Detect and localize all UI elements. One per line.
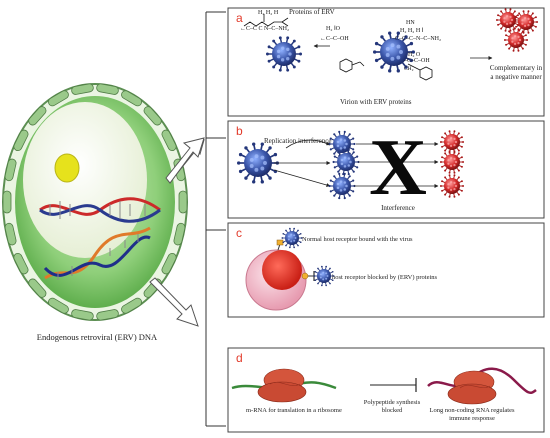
interference-label: Interference [381, 204, 415, 212]
cell-wall-segment [96, 83, 119, 95]
erv-proteins-label: Proteins of ERV [289, 8, 335, 16]
ribosome-icon [231, 368, 337, 403]
cell-wall-segment [13, 252, 29, 275]
panel-d-letter: d [236, 351, 243, 365]
benzene-ring-icon [339, 58, 365, 73]
cell-wall-segment [28, 278, 47, 298]
cell-wall-segment [178, 190, 188, 214]
complementary-line1: Complementary in [490, 64, 543, 72]
blocked-line1: Polypeptide synthesis [364, 399, 421, 406]
cell-wall-segment [48, 297, 69, 314]
panel-d: d m-RNA for translation in a ribosome Po… [227, 347, 545, 433]
chemical-structure-right: HN H₂ H₂ H ‖ –C–C–C–N–C–NH₂ H₂ O –C–C–OH [391, 20, 441, 64]
cell-wall-segments [2, 83, 188, 321]
replication-label: Replication interference [264, 137, 331, 145]
panel-a: a ←C–C C N–C–NH₂ H₂ H₂ H Proteins of ERV… [227, 7, 545, 117]
svg-text:CH₂: CH₂ [404, 66, 414, 72]
svg-text:H₂ O: H₂ O [408, 52, 421, 58]
cross-icon: X [369, 124, 427, 212]
cell-caption: Endogenous retroviral (ERV) DNA [37, 332, 158, 342]
cell-wall-segment [161, 129, 177, 152]
panel-c-letter: c [236, 226, 242, 240]
cell-wall-segment [161, 252, 177, 275]
arrow-icon [149, 277, 199, 327]
complementary-line2: a negative manner [490, 73, 542, 81]
cell-wall-segment [71, 309, 94, 321]
virion-label: Virion with ERV proteins [340, 98, 412, 106]
virus-icon [237, 142, 279, 184]
virus-icon [504, 28, 528, 52]
outline-arrows [149, 137, 205, 327]
virus-icon [313, 265, 335, 287]
svg-text:H₂ ‖O: H₂ ‖O [326, 26, 341, 32]
cell-wall-segment [121, 297, 142, 314]
panel-c: c Normal host receptor bound with the vi… [227, 222, 545, 318]
blocked-line2: blocked [382, 407, 403, 414]
cell-wall-segment [4, 222, 17, 246]
cell-wall-segment [143, 106, 162, 126]
svg-text:H₂ H₂ H: H₂ H₂ H [258, 10, 279, 16]
host-nucleus [262, 250, 302, 290]
panel-bracket [205, 11, 226, 427]
inhibition-icon [370, 378, 417, 392]
cell-wall-segment [48, 90, 69, 107]
virus-icon [373, 31, 415, 73]
panel-b-letter: b [236, 124, 243, 138]
cell-wall-segment [96, 309, 119, 321]
virus-icon [440, 150, 465, 174]
svg-text:–C–C–OH: –C–C–OH [403, 58, 430, 64]
cell-wall-segment [121, 90, 142, 107]
svg-text:H₂ H₂ H ‖: H₂ H₂ H ‖ [400, 28, 424, 34]
panel-b: b Replication interference X Interferenc… [227, 120, 545, 219]
normal-receptor-label: Normal host receptor bound with the viru… [302, 236, 413, 243]
virus-icon [440, 174, 465, 198]
cell-illustration: Endogenous retroviral (ERV) DNA [2, 83, 188, 342]
benzene-ring-icon [407, 63, 433, 81]
virus-icon [496, 8, 520, 32]
cell-wall-segment [13, 129, 29, 152]
panel-a-letter: a [236, 11, 243, 25]
virus-icon [281, 227, 303, 249]
dna-helix-lower [43, 226, 151, 280]
lnc-line1: Long non-coding RNA regulates [429, 407, 514, 414]
dna-helix-upper [39, 197, 161, 223]
svg-text:–C–C–C–N–C–NH₂: –C–C–C–N–C–NH₂ [391, 36, 441, 42]
virus-icon [514, 10, 538, 34]
virus-icon [440, 130, 465, 154]
nucleolus [54, 153, 80, 183]
svg-text:←C–C–OH: ←C–C–OH [320, 36, 349, 42]
lnc-line2: immune response [449, 415, 495, 422]
svg-text:←C–C C N–C–NH₂: ←C–C C N–C–NH₂ [240, 26, 289, 32]
blocked-receptor-label: host receptor blocked by (ERV) proteins [332, 274, 438, 281]
virus-icon [266, 36, 302, 72]
cell-wall-segment [4, 158, 17, 182]
cell-wall-segment [28, 106, 47, 126]
chemical-structure-left [243, 14, 289, 27]
virus-icon [328, 172, 356, 200]
cell-wall-segment [2, 190, 12, 214]
ribosome-icon [427, 367, 537, 405]
svg-text:HN: HN [406, 20, 415, 26]
cell-wall-segment [71, 83, 94, 95]
arrow-icon [165, 137, 205, 184]
receptor-icon [301, 271, 315, 281]
mrna-label: m-RNA for translation in a ribosome [246, 407, 342, 414]
cell-wall-segment [173, 222, 186, 246]
virus-icon [332, 148, 360, 176]
